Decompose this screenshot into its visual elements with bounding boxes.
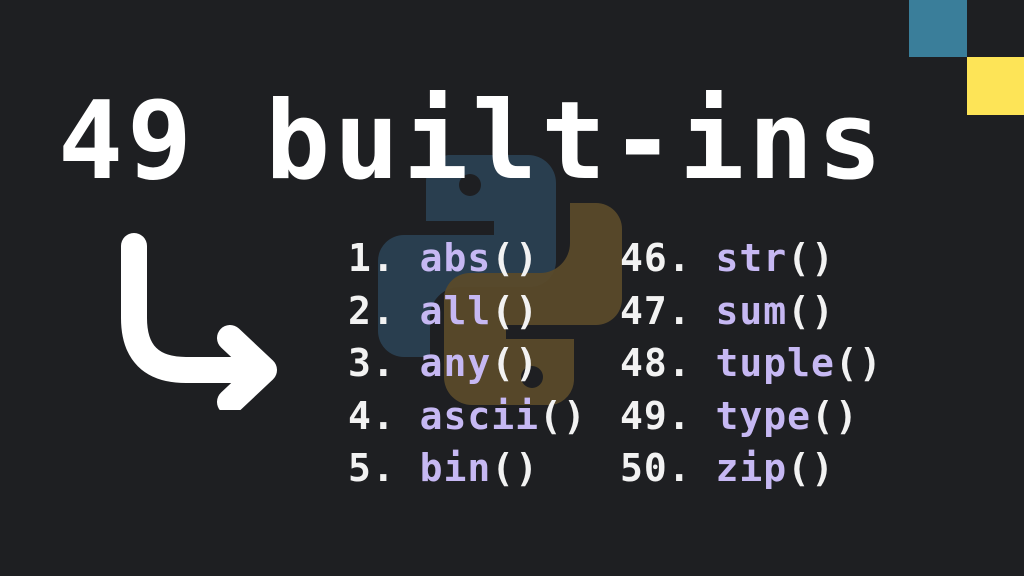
builtins-list-right: 46. str() 47. sum() 48. tuple() 49. type… (620, 232, 883, 495)
corner-square-blue (909, 0, 967, 57)
list-item: 48. tuple() (620, 341, 883, 385)
list-item: 1. abs() (348, 236, 540, 280)
list-item: 49. type() (620, 393, 859, 438)
list-item: 3. any() (348, 341, 540, 385)
list-item: 5. bin() (348, 446, 540, 490)
builtins-list-left: 1. abs() 2. all() 3. any() 4. ascii() 5.… (348, 232, 587, 495)
curved-arrow-down-right-icon (121, 233, 277, 410)
list-item: 50. zip() (620, 446, 835, 490)
page-title: 49 built-ins (58, 79, 887, 204)
list-item: 2. all() (348, 288, 540, 333)
corner-square-yellow (967, 57, 1024, 115)
python-logo-icon (378, 155, 622, 405)
list-item: 46. str() (620, 236, 835, 280)
list-item: 47. sum() (620, 288, 835, 333)
list-item: 4. ascii() (348, 393, 587, 438)
